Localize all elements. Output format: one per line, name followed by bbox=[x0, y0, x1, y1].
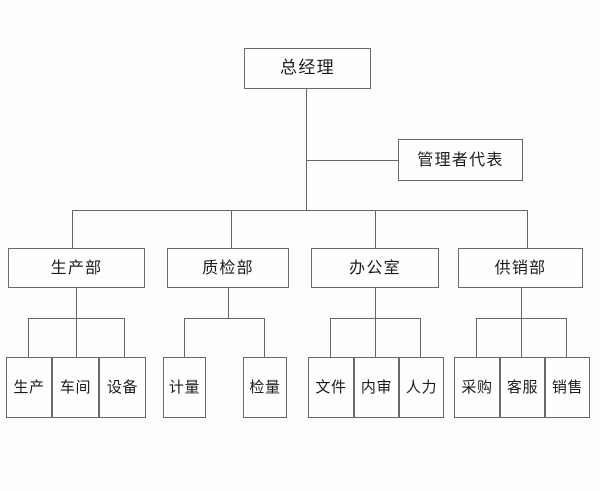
connector-quality-bus bbox=[184, 318, 265, 319]
node-label: 办公室 bbox=[349, 258, 401, 277]
node-department-supply[interactable]: 供销部 bbox=[458, 248, 583, 288]
connector-production-stem bbox=[76, 288, 77, 357]
node-label: 车间 bbox=[59, 378, 92, 396]
connector-office-child-0 bbox=[330, 318, 331, 357]
node-leaf-internal-audit[interactable]: 内审 bbox=[354, 357, 399, 418]
node-label: 管理者代表 bbox=[417, 150, 504, 169]
connector-root-trunk bbox=[306, 89, 307, 211]
node-label: 人力 bbox=[405, 378, 438, 396]
node-label: 检量 bbox=[249, 378, 281, 396]
connector-production-bus bbox=[28, 318, 124, 319]
node-label: 采购 bbox=[461, 378, 493, 396]
node-department-production[interactable]: 生产部 bbox=[8, 248, 145, 288]
connector-production-child-0 bbox=[28, 318, 29, 357]
node-leaf-workshop[interactable]: 车间 bbox=[52, 357, 99, 418]
connector-supply-child-0 bbox=[476, 318, 477, 357]
connector-drop-quality bbox=[231, 210, 232, 248]
connector-supply-stem bbox=[521, 288, 522, 357]
node-leaf-customer-service[interactable]: 客服 bbox=[500, 357, 545, 418]
node-leaf-production[interactable]: 生产 bbox=[6, 357, 52, 418]
node-label: 生产 bbox=[13, 378, 45, 396]
connector-department-bus bbox=[72, 210, 528, 211]
connector-office-bus bbox=[330, 318, 421, 319]
node-label: 供销部 bbox=[494, 258, 547, 277]
node-label: 计量 bbox=[168, 378, 201, 396]
node-leaf-sales[interactable]: 销售 bbox=[545, 357, 590, 418]
node-leaf-metrology[interactable]: 计量 bbox=[163, 357, 206, 418]
connector-drop-office bbox=[375, 210, 376, 248]
node-label: 生产部 bbox=[50, 258, 103, 277]
node-label: 总经理 bbox=[279, 58, 336, 78]
node-label: 设备 bbox=[106, 378, 139, 396]
connector-office-child-2 bbox=[420, 318, 421, 357]
node-label: 客服 bbox=[506, 378, 539, 396]
node-leaf-procurement[interactable]: 采购 bbox=[454, 357, 500, 418]
node-department-office[interactable]: 办公室 bbox=[311, 248, 439, 288]
node-leaf-inspection[interactable]: 检量 bbox=[243, 357, 287, 418]
connector-drop-production bbox=[72, 210, 73, 248]
node-department-quality[interactable]: 质检部 bbox=[167, 248, 289, 288]
node-general-manager[interactable]: 总经理 bbox=[244, 48, 371, 89]
node-leaf-human-resources[interactable]: 人力 bbox=[399, 357, 444, 418]
connector-quality-stem bbox=[228, 288, 229, 319]
connector-supply-bus bbox=[476, 318, 567, 319]
connector-quality-child-0 bbox=[184, 318, 185, 357]
connector-production-child-2 bbox=[124, 318, 125, 357]
node-management-representative[interactable]: 管理者代表 bbox=[398, 139, 523, 181]
connector-drop-supply bbox=[527, 210, 528, 248]
connector-supply-child-2 bbox=[566, 318, 567, 357]
node-label: 销售 bbox=[551, 378, 584, 396]
node-label: 质检部 bbox=[202, 258, 254, 277]
node-leaf-documents[interactable]: 文件 bbox=[308, 357, 354, 418]
connector-quality-child-1 bbox=[264, 318, 265, 357]
node-leaf-equipment[interactable]: 设备 bbox=[99, 357, 146, 418]
connector-staff-branch bbox=[306, 160, 399, 161]
connector-office-stem bbox=[375, 288, 376, 357]
node-label: 文件 bbox=[315, 378, 347, 396]
node-label: 内审 bbox=[360, 378, 393, 396]
